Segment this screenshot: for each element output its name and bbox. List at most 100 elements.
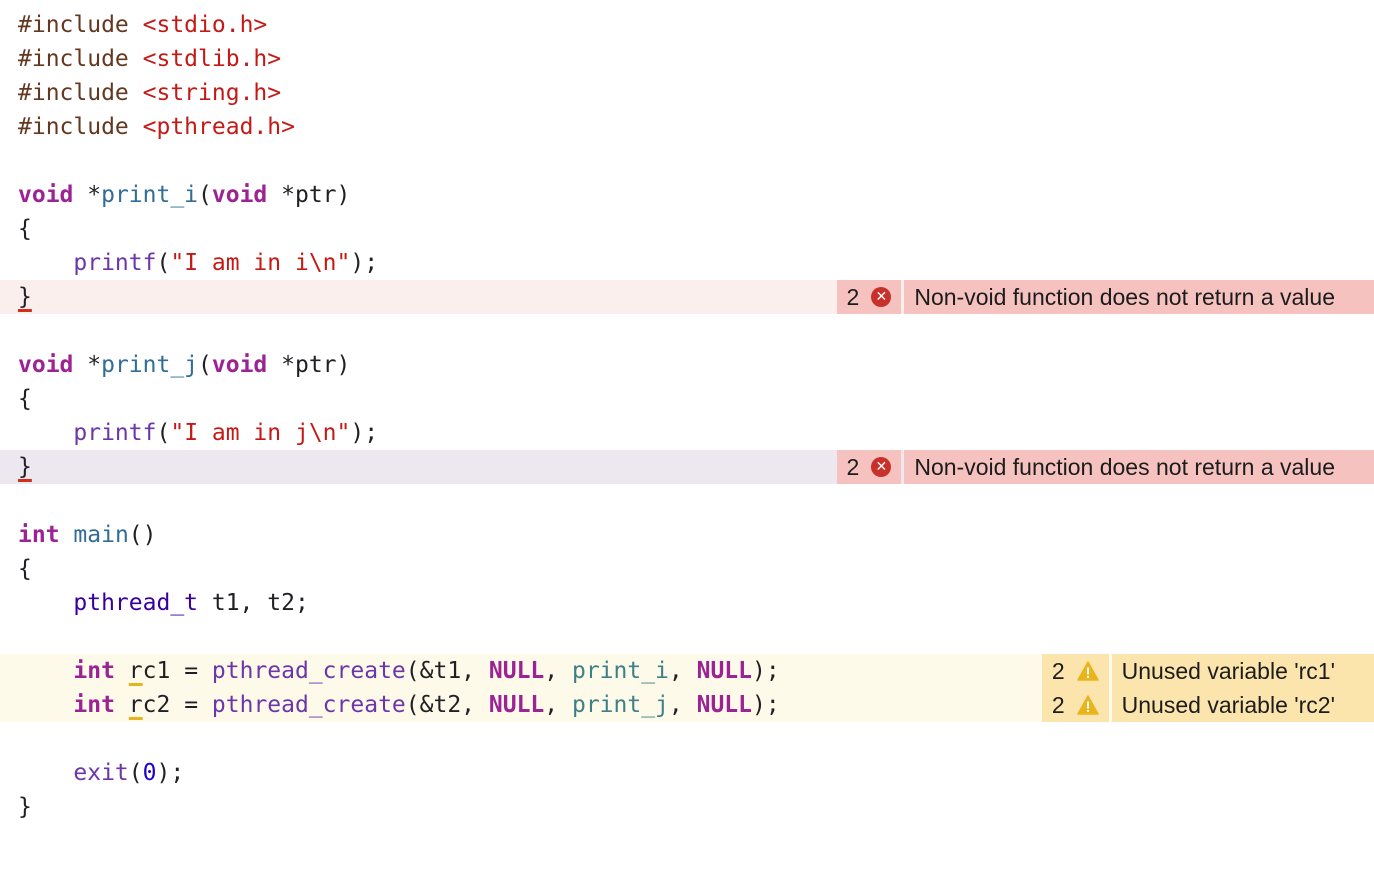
number-literal: 0 xyxy=(142,760,157,786)
type-name: pthread_t xyxy=(73,590,199,616)
plain-text: ); xyxy=(752,692,780,718)
warning-icon xyxy=(1076,661,1099,681)
function-call: printf xyxy=(73,420,157,446)
code-line-1[interactable]: #include <stdio.h> xyxy=(0,8,1374,42)
warning-icon xyxy=(1076,695,1099,715)
function-name: print_i xyxy=(101,182,199,208)
plain-text: c1 = xyxy=(142,658,212,684)
keyword: void xyxy=(211,182,268,208)
code-line-3[interactable]: #include <string.h> xyxy=(0,76,1374,110)
plain-text: c2 = xyxy=(142,692,212,718)
plain-text: *ptr) xyxy=(267,352,351,378)
code-line-8[interactable]: printf("I am in i\n"); xyxy=(0,246,1374,280)
error-icon: ✕ xyxy=(871,457,892,477)
code-line-23[interactable]: exit(0); xyxy=(0,756,1374,790)
code-line-12[interactable]: { xyxy=(0,382,1374,416)
issue-message: Unused variable 'rc2' xyxy=(1111,688,1374,722)
plain-text: , xyxy=(544,692,572,718)
brace: { xyxy=(18,216,32,242)
issue-count: 2 xyxy=(846,454,860,480)
warning-variable: r xyxy=(128,692,143,718)
code-line-11[interactable]: void *print_j(void *ptr) xyxy=(0,348,1374,382)
function-call: pthread_create xyxy=(211,692,406,718)
space xyxy=(129,80,143,106)
code-text: int rc1 = pthread_create(&t1, NULL, prin… xyxy=(18,654,780,688)
function-call: pthread_create xyxy=(211,658,406,684)
code-line-20-warning[interactable]: int rc1 = pthread_create(&t1, NULL, prin… xyxy=(0,654,1374,688)
plain-text: ( xyxy=(198,182,212,208)
keyword: void xyxy=(18,182,74,208)
keyword: void xyxy=(211,352,268,378)
code-line-7[interactable]: { xyxy=(0,212,1374,246)
include-path: <string.h> xyxy=(142,80,282,106)
code-line-4[interactable]: #include <pthread.h> xyxy=(0,110,1374,144)
keyword: void xyxy=(18,352,74,378)
error-annotation[interactable]: 2 ✕ Non-void function does not return a … xyxy=(836,280,1374,314)
plain-text: ); xyxy=(752,658,780,684)
function-call: exit xyxy=(73,760,129,786)
code-line-14-error[interactable]: } 2 ✕ Non-void function does not return … xyxy=(0,450,1374,484)
macro-null: NULL xyxy=(696,658,752,684)
include-path: <pthread.h> xyxy=(142,114,295,140)
code-line-17[interactable]: { xyxy=(0,552,1374,586)
code-text: { xyxy=(18,382,32,416)
code-line-13[interactable]: printf("I am in j\n"); xyxy=(0,416,1374,450)
preprocessor-directive: #include xyxy=(18,114,129,140)
include-path: <stdio.h> xyxy=(142,12,268,38)
issue-count-box[interactable]: 2 xyxy=(1041,688,1109,722)
issue-message: Non-void function does not return a valu… xyxy=(904,280,1374,314)
code-text: } xyxy=(18,790,32,824)
error-annotation[interactable]: 2 ✕ Non-void function does not return a … xyxy=(836,450,1374,484)
code-line-6[interactable]: void *print_i(void *ptr) xyxy=(0,178,1374,212)
error-brace: } xyxy=(18,284,32,310)
code-line-24[interactable]: } xyxy=(0,790,1374,824)
plain-text xyxy=(115,658,129,684)
macro-null: NULL xyxy=(488,692,545,718)
warning-annotation[interactable]: 2 Unused variable 'rc2' xyxy=(1041,688,1374,722)
code-line-2[interactable]: #include <stdlib.h> xyxy=(0,42,1374,76)
plain-text: * xyxy=(73,182,102,208)
code-text: int main() xyxy=(18,518,157,552)
keyword: int xyxy=(73,692,115,718)
plain-text xyxy=(115,692,129,718)
code-text: #include <stdlib.h> xyxy=(18,42,281,76)
indent xyxy=(18,590,73,616)
space xyxy=(129,114,143,140)
plain-text: (&t1, xyxy=(405,658,489,684)
plain-text: , xyxy=(668,692,697,718)
keyword: int xyxy=(18,522,60,548)
code-text: { xyxy=(18,552,32,586)
warning-annotation[interactable]: 2 Unused variable 'rc1' xyxy=(1041,654,1374,688)
code-text: int rc2 = pthread_create(&t2, NULL, prin… xyxy=(18,688,780,722)
issue-message: Unused variable 'rc1' xyxy=(1111,654,1374,688)
indent xyxy=(18,250,73,276)
code-text: } xyxy=(18,280,32,314)
code-line-16[interactable]: int main() xyxy=(0,518,1374,552)
code-line-21-warning[interactable]: int rc2 = pthread_create(&t2, NULL, prin… xyxy=(0,688,1374,722)
preprocessor-directive: #include xyxy=(18,80,129,106)
indent xyxy=(18,420,73,446)
function-name: main xyxy=(73,522,129,548)
brace: } xyxy=(18,794,32,820)
plain-text: ); xyxy=(156,760,185,786)
code-line-18[interactable]: pthread_t t1, t2; xyxy=(0,586,1374,620)
plain-text: , xyxy=(668,658,697,684)
code-text: #include <stdio.h> xyxy=(18,8,267,42)
plain-text: (&t2, xyxy=(405,692,489,718)
space xyxy=(129,12,143,38)
issue-count-box[interactable]: 2 ✕ xyxy=(836,280,902,314)
issue-count: 2 xyxy=(1051,692,1065,718)
plain-text: ( xyxy=(198,352,212,378)
issue-count-box[interactable]: 2 xyxy=(1041,654,1109,688)
function-reference: print_i xyxy=(571,658,669,684)
code-text: { xyxy=(18,212,32,246)
issue-count-box[interactable]: 2 ✕ xyxy=(836,450,902,484)
preprocessor-directive: #include xyxy=(18,46,129,72)
code-text: } xyxy=(18,450,32,484)
macro-null: NULL xyxy=(488,658,545,684)
error-brace: } xyxy=(18,454,32,480)
code-line-9-error[interactable]: } 2 ✕ Non-void function does not return … xyxy=(0,280,1374,314)
indent xyxy=(18,692,73,718)
plain-text: *ptr) xyxy=(267,182,351,208)
